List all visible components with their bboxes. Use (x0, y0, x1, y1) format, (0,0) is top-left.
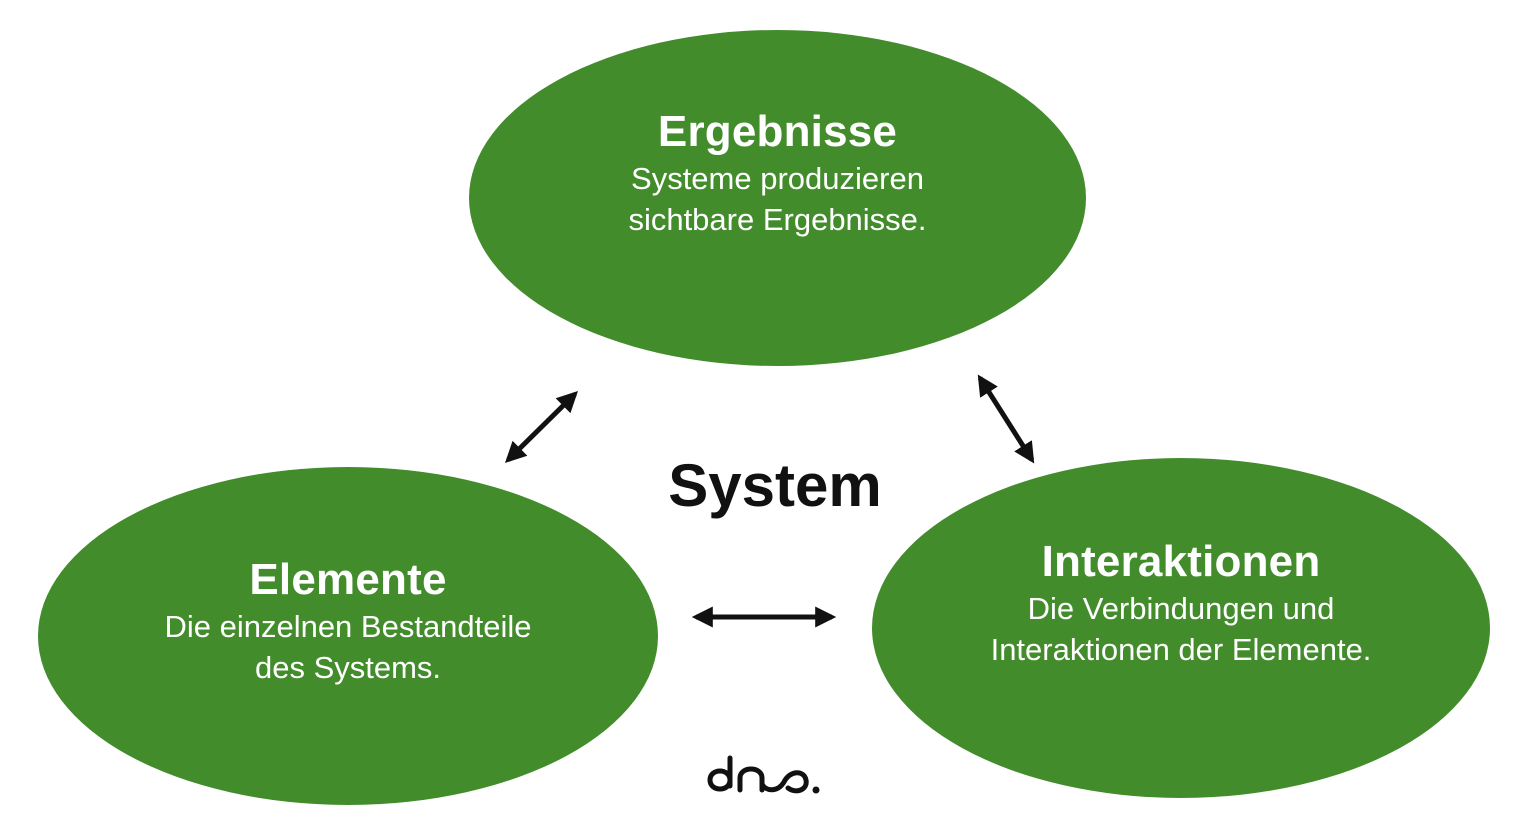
node-description: Systeme produzieren sichtbare Ergebnisse… (628, 161, 927, 237)
arrow-elemente-ergebnisse (505, 391, 578, 463)
node-elemente: Elemente Die einzelnen Bestandteile des … (38, 467, 658, 805)
node-title: Ergebnisse (657, 107, 898, 156)
center-label: System (668, 452, 882, 519)
node-description: Die einzelnen Bestandteile des Systems. (164, 609, 532, 685)
node-description: Die Verbindungen und Interaktionen der E… (990, 591, 1372, 667)
dno-logo-icon (707, 755, 820, 794)
node-interaktionen: Interaktionen Die Verbindungen und Inter… (872, 458, 1490, 798)
node-title: Interaktionen (1041, 537, 1321, 586)
arrow-ergebnisse-interaktionen (977, 374, 1035, 464)
node-ergebnisse: Ergebnisse Systeme produzieren sichtbare… (469, 30, 1086, 366)
node-title: Elemente (249, 555, 447, 604)
